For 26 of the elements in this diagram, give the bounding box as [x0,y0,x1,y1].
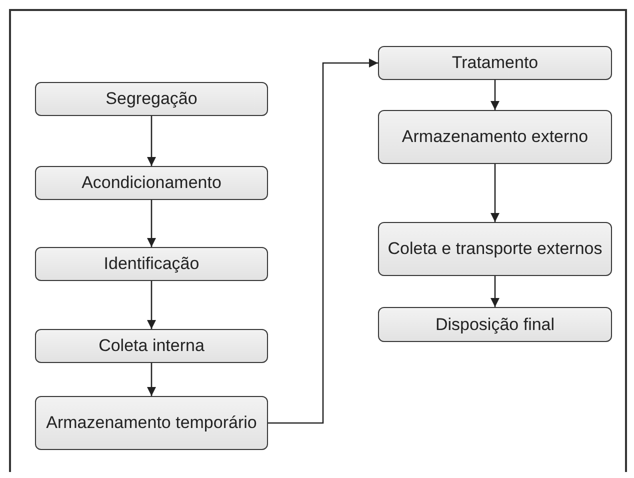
arrow [147,200,156,247]
arrow [268,58,378,424]
process-box [378,222,612,276]
step-label: Coleta e transporte externos [388,239,602,259]
process-box [378,307,612,342]
step-label: Coleta interna [98,336,204,356]
step-label: Segregação [106,89,198,109]
process-box [378,46,612,80]
arrow [490,276,500,307]
step-label: Tratamento [452,53,538,73]
step-label: Acondicionamento [82,173,222,193]
step-label: Disposição final [435,314,555,334]
step-label: Identificação [104,254,200,274]
step-label: Armazenamento temporário [46,413,257,433]
process-box [35,166,268,200]
arrow [147,116,156,166]
process-box [378,110,612,164]
process-box [35,396,268,450]
arrow [147,281,156,329]
step-label: Armazenamento externo [402,127,588,147]
process-box [35,82,268,116]
process-box [35,329,268,363]
arrow [490,164,500,222]
arrow [490,80,500,110]
arrow [147,363,156,396]
process-box [35,247,268,281]
